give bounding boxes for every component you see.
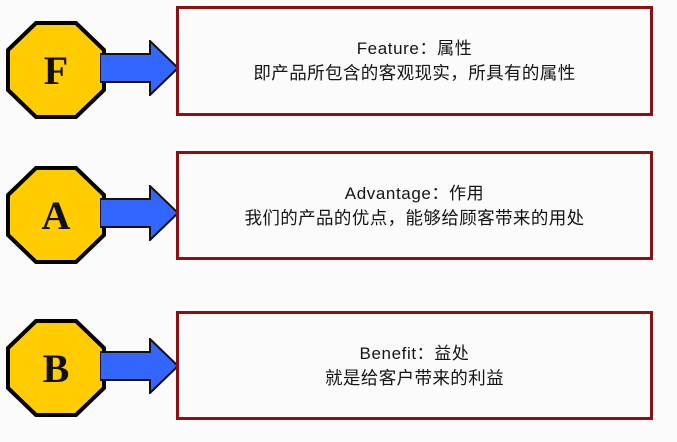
- octagon-shape: A: [6, 166, 106, 264]
- text-box-advantage: Advantage：作用 我们的产品的优点，能够给顾客带来的用处: [176, 151, 653, 260]
- text-box-title: Advantage：作用: [344, 183, 485, 203]
- text-box-title: Feature：属性: [356, 39, 473, 58]
- right-arrow-polygon: [100, 338, 180, 394]
- octagon-badge-advantage: A: [6, 166, 106, 264]
- text-box-benefit: Benefit：益处 就是给客户带来的利益: [176, 311, 653, 420]
- arrow-advantage: [100, 185, 180, 241]
- octagon-shape: B: [6, 319, 106, 417]
- octagon-shape: F: [6, 21, 106, 119]
- fab-row-feature: F Feature：属性 即产品所包含的客观现实，所具有的属性: [0, 0, 677, 130]
- fab-row-benefit: B Benefit：益处 就是给客户带来的利益: [0, 298, 677, 433]
- octagon-polygon: [6, 166, 106, 264]
- octagon-polygon: [6, 21, 106, 119]
- right-arrow-icon: [100, 40, 180, 96]
- octagon-letter: F: [44, 48, 68, 93]
- octagon-badge-benefit: B: [6, 319, 106, 417]
- text-box-description: 就是给客户带来的利益: [325, 367, 504, 388]
- right-arrow-icon: [100, 338, 180, 394]
- right-arrow-polygon: [100, 185, 180, 241]
- arrow-benefit: [100, 338, 180, 394]
- text-box-description: 我们的产品的优点，能够给顾客带来的用处: [244, 207, 585, 228]
- fab-row-advantage: A Advantage：作用 我们的产品的优点，能够给顾客带来的用处: [0, 145, 677, 275]
- text-box-feature: Feature：属性 即产品所包含的客观现实，所具有的属性: [176, 6, 653, 116]
- right-arrow-icon: [100, 185, 180, 241]
- octagon-badge-feature: F: [6, 21, 106, 119]
- text-box-description: 即产品所包含的客观现实，所具有的属性: [253, 63, 576, 83]
- right-arrow-polygon: [100, 40, 180, 96]
- octagon-letter: A: [42, 193, 71, 238]
- octagon-polygon: [6, 319, 106, 417]
- octagon-letter: B: [43, 346, 70, 391]
- text-box-title: Benefit：益处: [359, 343, 470, 363]
- arrow-feature: [100, 40, 180, 96]
